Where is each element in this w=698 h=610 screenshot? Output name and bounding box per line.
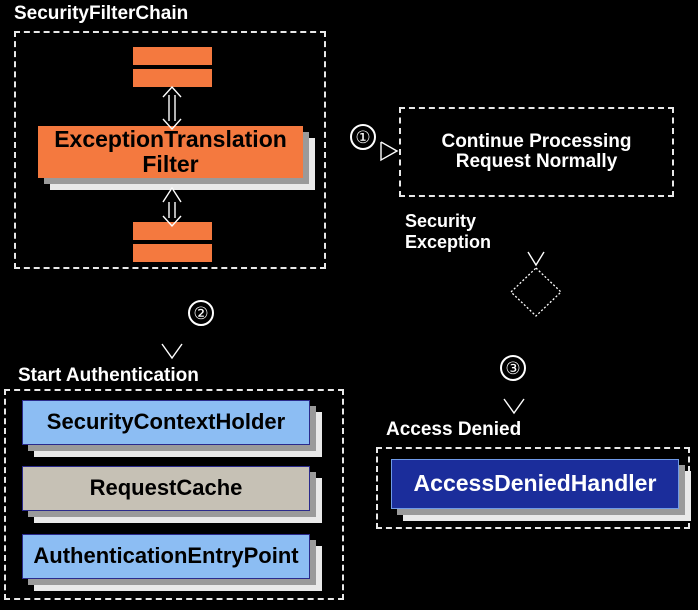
node-request-cache[interactable]: RequestCache — [22, 466, 310, 511]
node-label-line1: ExceptionTranslation — [54, 125, 287, 152]
step-number-1: ① — [350, 124, 376, 150]
security-exception-line2: Exception — [405, 232, 492, 252]
node-authentication-entry-point[interactable]: AuthenticationEntryPoint — [22, 534, 310, 579]
group-title-access-denied: Access Denied — [386, 419, 522, 440]
security-exception-line1: Security — [405, 211, 477, 231]
filter-bar-bottom-1 — [133, 222, 212, 240]
node-access-denied-handler[interactable]: AccessDeniedHandler — [391, 459, 679, 509]
filter-bar-bottom-2 — [133, 244, 212, 262]
node-label: RequestCache — [89, 475, 243, 501]
node-label: SecurityContextHolder — [46, 409, 286, 435]
group-start-authentication — [4, 389, 344, 600]
step-number-3: ③ — [500, 355, 526, 381]
node-label: AccessDeniedHandler — [413, 470, 657, 497]
group-title-start-authentication: Start Authentication — [18, 365, 199, 386]
node-continue-processing[interactable]: Continue Processing Request Normally — [399, 107, 674, 197]
continue-processing-line1: Continue Processing — [441, 131, 632, 152]
step-number-2: ② — [188, 300, 214, 326]
node-label: AuthenticationEntryPoint — [33, 543, 299, 569]
filter-bar-top-2 — [133, 69, 212, 87]
node-label-line2: Filter — [142, 151, 199, 177]
node-security-context-holder[interactable]: SecurityContextHolder — [22, 400, 310, 445]
continue-processing-line2: Request Normally — [455, 151, 618, 172]
group-title-security-filter-chain: SecurityFilterChain — [14, 3, 189, 24]
group-access-denied — [376, 447, 690, 529]
filter-bar-top-1 — [133, 47, 212, 65]
group-security-filter-chain — [14, 31, 326, 269]
edge-label-security-exception: Security Exception — [405, 211, 491, 253]
node-exception-translation-filter[interactable]: ExceptionTranslation Filter — [38, 126, 303, 178]
